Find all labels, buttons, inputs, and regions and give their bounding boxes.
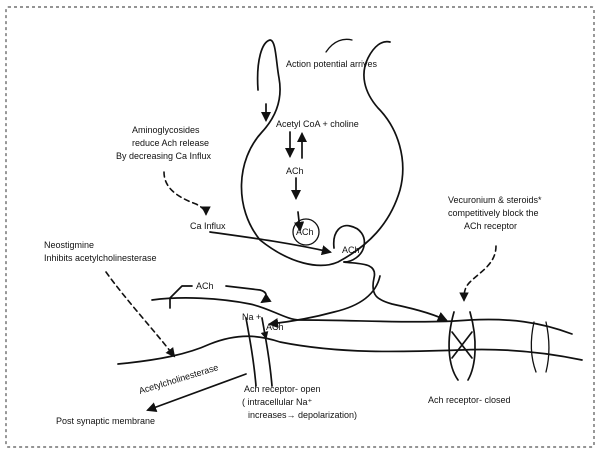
label-post-synaptic: Post synaptic membrane <box>56 416 155 426</box>
label-na-plus: Na + <box>242 312 261 322</box>
label-ach-receptor-site: ACh <box>266 322 284 332</box>
label-ach-released: ACh <box>342 245 360 255</box>
channel-far-right-left <box>531 322 536 372</box>
label-action-potential: Action potential arrives <box>286 59 378 69</box>
nerve-membrane-line <box>326 39 352 52</box>
label-ach-synthesized: ACh <box>286 166 304 176</box>
label-ach-vesicle: ACh <box>296 227 314 237</box>
label-receptor-open: Ach receptor- open ( intracellular Na⁺ i… <box>242 384 357 420</box>
label-acetylcholinesterase: Acetylcholinesterase <box>138 362 220 396</box>
closed-receptor-right <box>468 312 475 380</box>
aminoglycoside-arrow <box>164 172 206 214</box>
label-vecuronium: Vecuronium & steroids* competitively blo… <box>448 195 544 231</box>
closed-receptor-left <box>449 312 458 380</box>
nerve-terminal-outline <box>241 40 402 265</box>
release-pathway-right <box>344 262 446 320</box>
neostigmine-arrow <box>106 272 174 356</box>
channel-far-right-right <box>546 322 549 372</box>
postsynaptic-upper-line <box>152 298 572 334</box>
ach-to-receptor-arrow <box>226 286 266 302</box>
ach-loop-arrow <box>170 286 192 308</box>
label-neostigmine: Neostigmine Inhibits acetylcholinesteras… <box>44 240 157 263</box>
blocked-receptor-cross <box>452 332 472 358</box>
label-aminoglycosides: Aminoglycosides reduce Ach release By de… <box>116 125 212 161</box>
open-receptor-left <box>246 318 256 386</box>
label-acetyl-coa: Acetyl CoA + choline <box>276 119 359 129</box>
label-receptor-closed: Ach receptor- closed <box>428 395 511 405</box>
postsynaptic-lower-line <box>118 336 582 364</box>
vecuronium-arrow <box>464 246 496 300</box>
label-ca-influx: Ca Influx <box>190 221 226 231</box>
label-ach-cleft: ACh <box>196 281 214 291</box>
